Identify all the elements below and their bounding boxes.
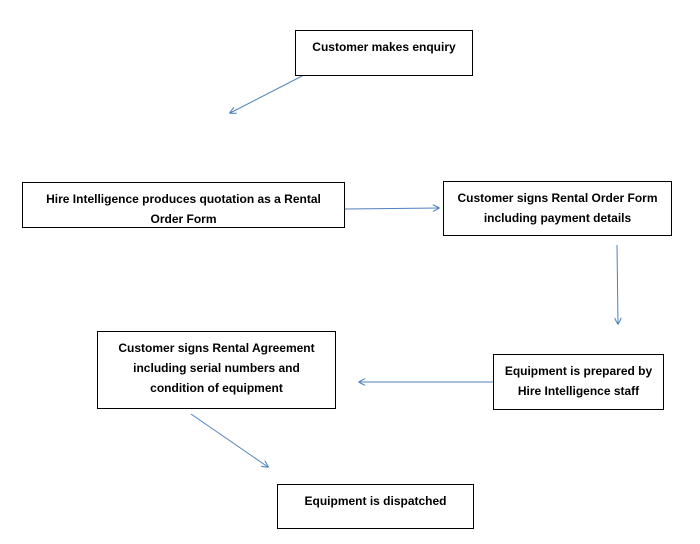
node-signs-rental-agreement: Customer signs Rental Agreement includin…: [97, 331, 336, 409]
node-signs-rental-order-form: Customer signs Rental Order Form includi…: [443, 181, 672, 236]
node-label: Customer signs Rental Agreement includin…: [118, 341, 315, 395]
arrow-quotation-to-signs-order: [344, 208, 439, 209]
arrow-signs-agreement-to-dispatched: [190, 413, 268, 467]
arrow-enquiry-to-quotation: [230, 74, 305, 113]
node-equipment-dispatched: Equipment is dispatched: [277, 484, 474, 529]
arrow-signs-order-to-prepared: [617, 244, 618, 324]
node-equipment-prepared: Equipment is prepared by Hire Intelligen…: [493, 354, 664, 410]
node-label: Customer makes enquiry: [312, 40, 456, 54]
node-label: Hire Intelligence produces quotation as …: [46, 192, 321, 226]
node-label: Customer signs Rental Order Form includi…: [457, 191, 658, 225]
node-produces-quotation: Hire Intelligence produces quotation as …: [22, 182, 345, 228]
node-label: Equipment is dispatched: [304, 494, 447, 508]
node-label: Equipment is prepared by Hire Intelligen…: [504, 364, 653, 398]
node-customer-makes-enquiry: Customer makes enquiry: [295, 30, 473, 76]
